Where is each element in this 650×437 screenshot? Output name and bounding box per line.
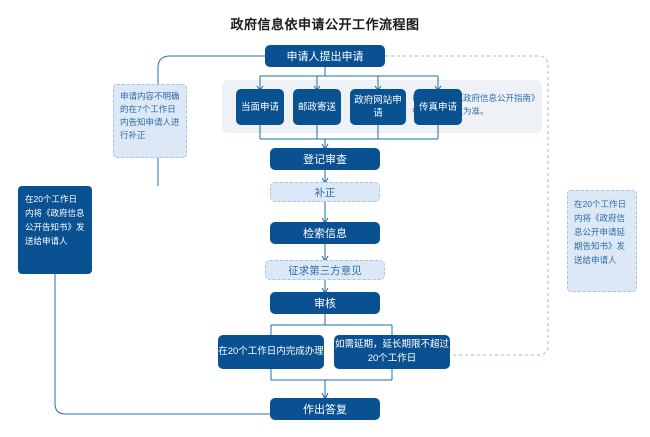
node-method-website[interactable]: 政府网站申请 bbox=[350, 89, 406, 125]
note-unclear-application: 申请内容不明确的在7个工作日内告知申请人进行补正 bbox=[113, 84, 187, 158]
node-retrieve-information[interactable]: 检索信息 bbox=[270, 222, 380, 244]
node-registration-review[interactable]: 登记审查 bbox=[270, 148, 380, 170]
node-method-fax-label: 传真申请 bbox=[418, 101, 457, 113]
node-extension[interactable]: 如需延期，延长期限不超过20个工作日 bbox=[334, 335, 450, 369]
note-extension-notice-within-20-days: 在20个工作日内将《政府信息公开申请延期告知书》发送给申请人 bbox=[567, 190, 637, 292]
node-third-party-opinion[interactable]: 征求第三方意见 bbox=[265, 260, 385, 280]
page-title: 政府信息依申请公开工作流程图 bbox=[230, 17, 420, 32]
node-method-postal[interactable]: 邮政寄送 bbox=[293, 89, 341, 125]
node-method-fax[interactable]: 传真申请 bbox=[414, 89, 462, 125]
node-method-in-person-label: 当面申请 bbox=[240, 101, 279, 113]
node-make-reply[interactable]: 作出答复 bbox=[270, 398, 380, 420]
node-submit-application[interactable]: 申请人提出申请 bbox=[265, 45, 385, 67]
node-finish-within-20-days[interactable]: 在20个工作日内完成办理 bbox=[218, 335, 324, 369]
node-correction[interactable]: 补正 bbox=[270, 182, 380, 202]
node-method-postal-label: 邮政寄送 bbox=[297, 101, 336, 113]
node-review[interactable]: 审核 bbox=[270, 292, 380, 314]
node-method-website-label: 政府网站申请 bbox=[354, 95, 402, 119]
node-method-in-person[interactable]: 当面申请 bbox=[236, 89, 284, 125]
note-notice-within-20-days: 在20个工作日内将《政府信息公开告知书》发送给申请人 bbox=[18, 186, 92, 274]
